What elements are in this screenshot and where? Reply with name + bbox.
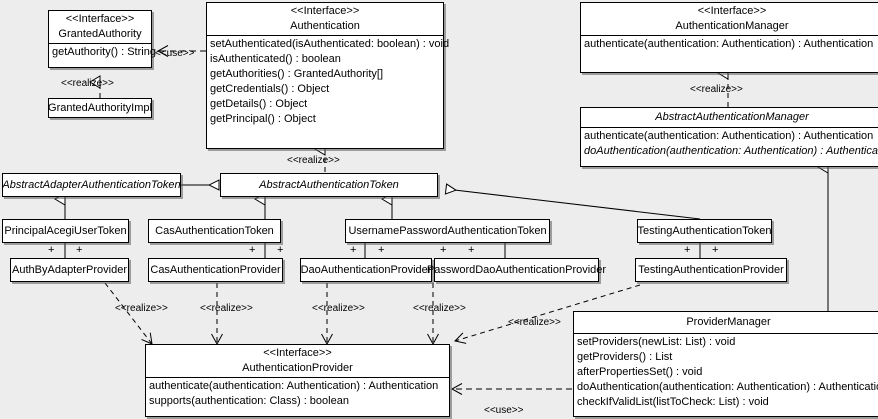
association-plus-marker: + — [48, 244, 55, 256]
operations-compartment: setProviders(newList: List) : void getPr… — [574, 333, 878, 411]
association-plus-marker: + — [684, 244, 691, 256]
class-name: Authentication — [290, 20, 360, 32]
class-granted-authority-impl[interactable]: GrantedAuthorityImpl — [48, 98, 152, 118]
class-granted-authority[interactable]: <<Interface>> GrantedAuthority getAuthor… — [48, 10, 156, 68]
class-abstract-authentication-manager[interactable]: AbstractAuthenticationManager authentica… — [580, 107, 878, 167]
class-authentication-provider[interactable]: <<Interface>> AuthenticationProvider aut… — [145, 344, 450, 417]
stereotype-label: <<Interface>> — [290, 5, 360, 17]
class-principal-acegi-user-token[interactable]: PrincipalAcegiUserToken — [2, 219, 129, 243]
operation: getDetails() : Object — [210, 98, 308, 110]
operations-compartment: setAuthenticated(isAuthenticated: boolea… — [207, 35, 450, 128]
association-plus-marker: + — [378, 244, 385, 256]
class-cas-authentication-provider[interactable]: CasAuthenticationProvider — [148, 258, 283, 282]
operation: authenticate(authentication: Authenticat… — [584, 130, 874, 142]
class-name: GrantedAuthority — [58, 28, 142, 40]
operation: isAuthenticated() : boolean — [210, 53, 341, 65]
operation: doAuthentication(authentication: Authent… — [577, 381, 878, 393]
relationship-label-realize-abstractauthenticationtoken: <<realize>> — [287, 155, 340, 166]
edge-usernamepasswordtoken-to-passworddaoauthenticationprovider — [504, 243, 506, 258]
operation: authenticate(authentication: Authenticat… — [149, 380, 439, 392]
class-authentication-manager[interactable]: <<Interface>> AuthenticationManager auth… — [580, 2, 878, 73]
class-auth-by-adapter-provider[interactable]: AuthByAdapterProvider — [10, 258, 129, 282]
edge-testingauthenticationtoken-extends-abstracttoken — [446, 189, 701, 220]
class-name: DaoAuthenticationProvider — [300, 263, 432, 276]
relationship-label-realize-abstractauthenticationmanager: <<realize>> — [690, 84, 743, 95]
stereotype-label: <<Interface>> — [65, 13, 135, 25]
stereotype-label: <<Interface>> — [697, 5, 767, 17]
relationship-label-use-providermanager: <<use>> — [484, 405, 524, 416]
association-plus-marker: + — [350, 244, 357, 256]
class-testing-authentication-token[interactable]: TestingAuthenticationToken — [637, 219, 772, 243]
association-plus-marker: + — [468, 244, 475, 256]
class-header: AbstractAuthenticationManager — [581, 108, 878, 127]
class-name: AuthenticationProvider — [242, 362, 353, 374]
relationship-label-realize-testingauthenticationprovider: <<realize>> — [508, 317, 561, 328]
class-password-dao-authentication-provider[interactable]: PasswordDaoAuthenticationProvider — [427, 258, 606, 282]
class-name: AuthByAdapterProvider — [12, 263, 127, 276]
relationship-label-realize-daoauthenticationprovider: <<realize>> — [312, 303, 365, 314]
association-plus-marker: + — [277, 244, 284, 256]
class-name: AbstractAuthenticationManager — [655, 111, 809, 123]
operation: supports(authentication: Class) : boolea… — [149, 395, 349, 407]
class-name: AuthenticationManager — [675, 20, 789, 32]
relationship-label-realize-casauthenticationprovider: <<realize>> — [200, 303, 253, 314]
operation: getCredentials() : Object — [210, 83, 330, 95]
class-provider-manager[interactable]: ProviderManager setProviders(newList: Li… — [573, 311, 878, 417]
operations-compartment: authenticate(authentication: Authenticat… — [581, 127, 878, 160]
operation: getPrincipal() : Object — [210, 113, 316, 125]
class-name: UsernamePasswordAuthenticationToken — [348, 224, 547, 237]
class-testing-authentication-provider[interactable]: TestingAuthenticationProvider — [635, 258, 787, 282]
class-name: TestingAuthenticationProvider — [638, 263, 784, 276]
operation: getAuthorities() : GrantedAuthority[] — [210, 68, 384, 80]
relationship-label-use-authentication-grantedauthority: <<use>> — [155, 48, 195, 59]
class-name: CasAuthenticationProvider — [150, 263, 281, 276]
class-authentication[interactable]: <<Interface>> Authentication setAuthenti… — [206, 2, 450, 149]
operations-compartment: authenticate(authentication: Authenticat… — [146, 377, 449, 410]
class-cas-authentication-token[interactable]: CasAuthenticationToken — [148, 219, 281, 243]
stereotype-label: <<Interface>> — [263, 347, 332, 359]
edge-authbyadapterprovider-realizes-authenticationprovider — [104, 282, 153, 345]
class-header: <<Interface>> AuthenticationManager — [581, 3, 878, 35]
class-header: <<Interface>> AuthenticationProvider — [146, 345, 449, 377]
class-name: CasAuthenticationToken — [155, 224, 274, 237]
relationship-label-realize-passworddaoauthenticationprovider: <<realize>> — [413, 303, 466, 314]
operations-compartment: getAuthority() : String — [49, 43, 156, 61]
association-plus-marker: + — [249, 244, 256, 256]
association-plus-marker: + — [76, 244, 83, 256]
class-name: ProviderManager — [686, 316, 771, 328]
operation: getProviders() : List — [577, 351, 673, 363]
association-plus-marker: + — [712, 244, 719, 256]
operation: getAuthority() : String — [52, 46, 156, 58]
class-abstract-adapter-authentication-token[interactable]: AbstractAdapterAuthenticationToken — [2, 173, 181, 197]
class-dao-authentication-provider[interactable]: DaoAuthenticationProvider — [300, 258, 432, 282]
operation: checkIfValidList(listToCheck: List) : vo… — [577, 396, 769, 408]
class-name: TestingAuthenticationToken — [637, 224, 772, 237]
class-name: PrincipalAcegiUserToken — [4, 224, 127, 237]
class-header: <<Interface>> GrantedAuthority — [49, 11, 151, 43]
operation: doAuthentication(authentication: Authent… — [584, 145, 878, 157]
relationship-label-realize-grantedauthorityimpl: <<realize>> — [61, 78, 114, 89]
class-abstract-authentication-token[interactable]: AbstractAuthenticationToken — [220, 173, 438, 197]
association-plus-marker: + — [440, 244, 447, 256]
operation: setProviders(newList: List) : void — [577, 336, 736, 348]
class-header: ProviderManager — [574, 312, 878, 333]
class-name: AbstractAuthenticationToken — [259, 178, 399, 191]
relationship-label-realize-authbyadapterprovider: <<realize>> — [115, 303, 168, 314]
operation: setAuthenticated(isAuthenticated: boolea… — [210, 38, 450, 50]
class-name: PasswordDaoAuthenticationProvider — [426, 263, 607, 276]
class-name: AbstractAdapterAuthenticationToken — [2, 178, 181, 191]
class-header: <<Interface>> Authentication — [207, 3, 443, 35]
class-username-password-authentication-token[interactable]: UsernamePasswordAuthenticationToken — [345, 219, 550, 243]
operations-compartment: authenticate(authentication: Authenticat… — [581, 35, 878, 53]
class-name: GrantedAuthorityImpl — [48, 101, 152, 114]
operation: afterPropertiesSet() : void — [577, 366, 703, 378]
operation: authenticate(authentication: Authenticat… — [584, 38, 874, 50]
